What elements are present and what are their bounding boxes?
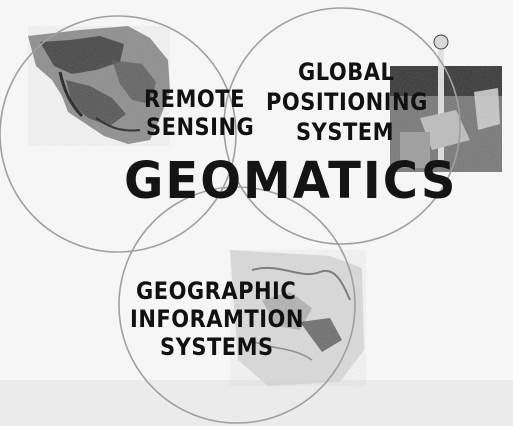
gps-label-line-2: POSITIONING [266, 88, 428, 116]
gis-label-line-2: INFORAMTION [130, 305, 304, 333]
geomatics-title: GEOMATICS [124, 151, 458, 211]
gis-circle [118, 186, 356, 424]
gis-label-line-1: GEOGRAPHIC [136, 277, 297, 305]
gis-label-line-3: SYSTEMS [160, 333, 274, 361]
gps-label-line-1: GLOBAL [298, 58, 395, 86]
remote-sensing-label-line-2: SENSING [146, 113, 255, 141]
remote-sensing-label-line-1: REMOTE [144, 85, 245, 113]
remote-sensing-circle [0, 15, 237, 253]
gps-circle [223, 7, 461, 245]
bottom-band [0, 380, 513, 426]
gps-label-line-3: SYSTEM [296, 118, 395, 146]
remote-sensing-image [28, 26, 170, 146]
gis-map-image [230, 250, 366, 386]
